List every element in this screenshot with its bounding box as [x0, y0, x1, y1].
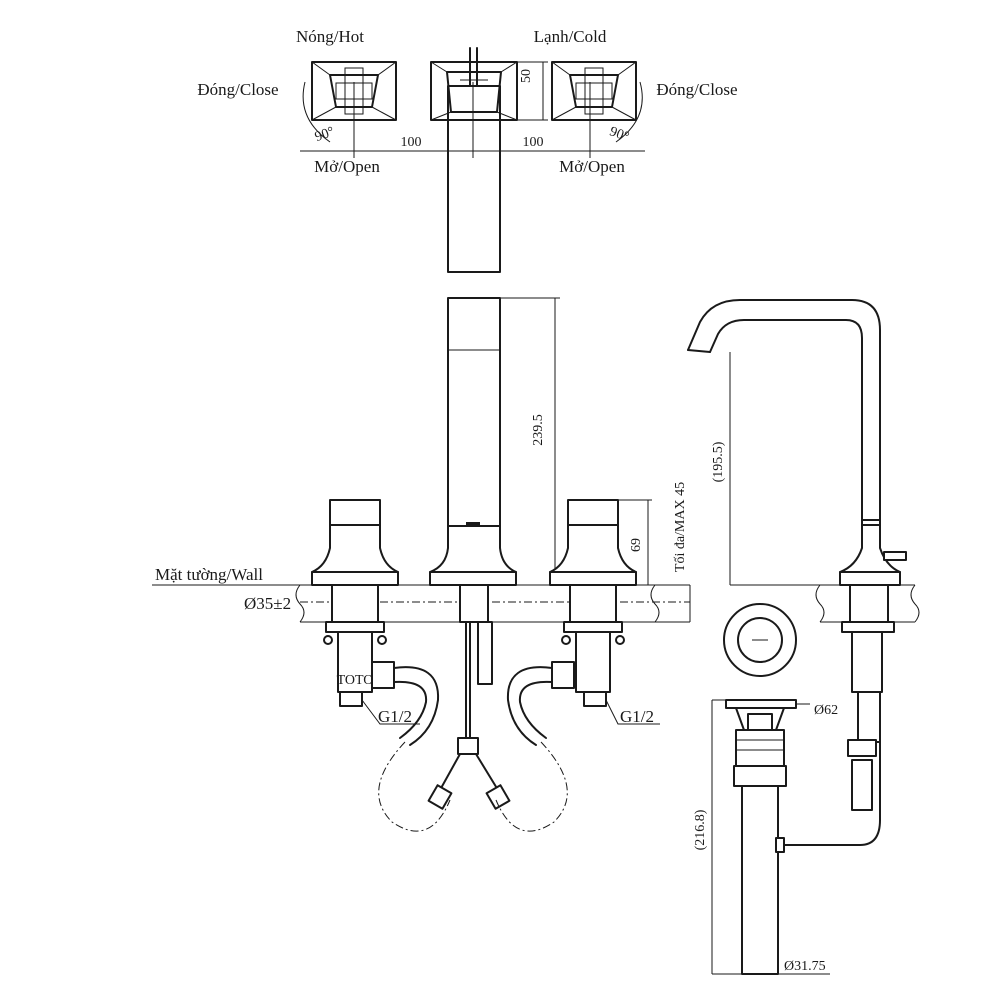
spout-arm-top	[447, 85, 501, 273]
spacing-left-label: 100	[401, 135, 422, 150]
spout-gooseneck	[687, 299, 881, 521]
cold-handle-outline	[551, 61, 637, 121]
spout-top	[430, 47, 548, 273]
lift-rod	[883, 551, 907, 561]
y-connector	[457, 737, 479, 755]
close-label-right: Đóng/Close	[656, 80, 737, 99]
angle-label-right: 90°	[607, 124, 631, 145]
spout-reach-label: (195.5)	[711, 441, 726, 482]
hot-handle-top	[302, 61, 397, 143]
angle-label-left: 90°	[313, 124, 337, 145]
svg-text:TOTO: TOTO	[337, 673, 374, 688]
hot-handle-front: TOTO	[311, 499, 451, 832]
spout-height-label: 239.5	[531, 414, 546, 446]
open-label-left: Mở/Open	[314, 157, 380, 176]
hole-diameter-label: Ø35±2	[244, 594, 291, 613]
drain-top-inner	[737, 617, 783, 663]
close-open-arc-left	[302, 81, 331, 143]
cold-label: Lạnh/Cold	[534, 27, 607, 46]
spout-depth-label: 50	[519, 69, 534, 83]
hot-label: Nóng/Hot	[296, 27, 364, 46]
cold-handle-top	[551, 61, 643, 143]
handle-height-label: 69	[629, 538, 644, 552]
cold-hose	[506, 666, 553, 746]
hot-hose	[393, 666, 440, 746]
spout-front	[427, 297, 560, 810]
wall-label: Mặt tường/Wall	[155, 565, 263, 584]
drain-flange-label: Ø62	[814, 703, 838, 718]
max-thickness-label: Tối đa/MAX 45	[673, 482, 688, 572]
thread-label-right: G1/2	[620, 707, 654, 726]
close-label-left: Đóng/Close	[197, 80, 278, 99]
cold-handle-front	[495, 499, 691, 832]
drain-length-label: (216.8)	[693, 809, 708, 850]
top-view: Nóng/Hot Lạnh/Cold Đóng/Close Đóng/Close…	[197, 27, 738, 273]
drain-assembly	[725, 699, 797, 975]
drain-top-outer	[723, 603, 797, 677]
open-label-right: Mở/Open	[559, 157, 625, 176]
front-view: TOTO	[152, 297, 691, 832]
spacing-right-label: 100	[523, 135, 544, 150]
drain-pipe-label: Ø31.75	[784, 959, 826, 974]
close-open-arc-right	[615, 81, 643, 143]
pop-up-rod	[779, 819, 881, 846]
side-view: (195.5) Ø62 (216.8) Ø31.75	[687, 299, 920, 975]
drain-pipe	[741, 785, 779, 975]
thread-label-left: G1/2	[378, 707, 412, 726]
hot-handle-outline	[311, 61, 397, 121]
